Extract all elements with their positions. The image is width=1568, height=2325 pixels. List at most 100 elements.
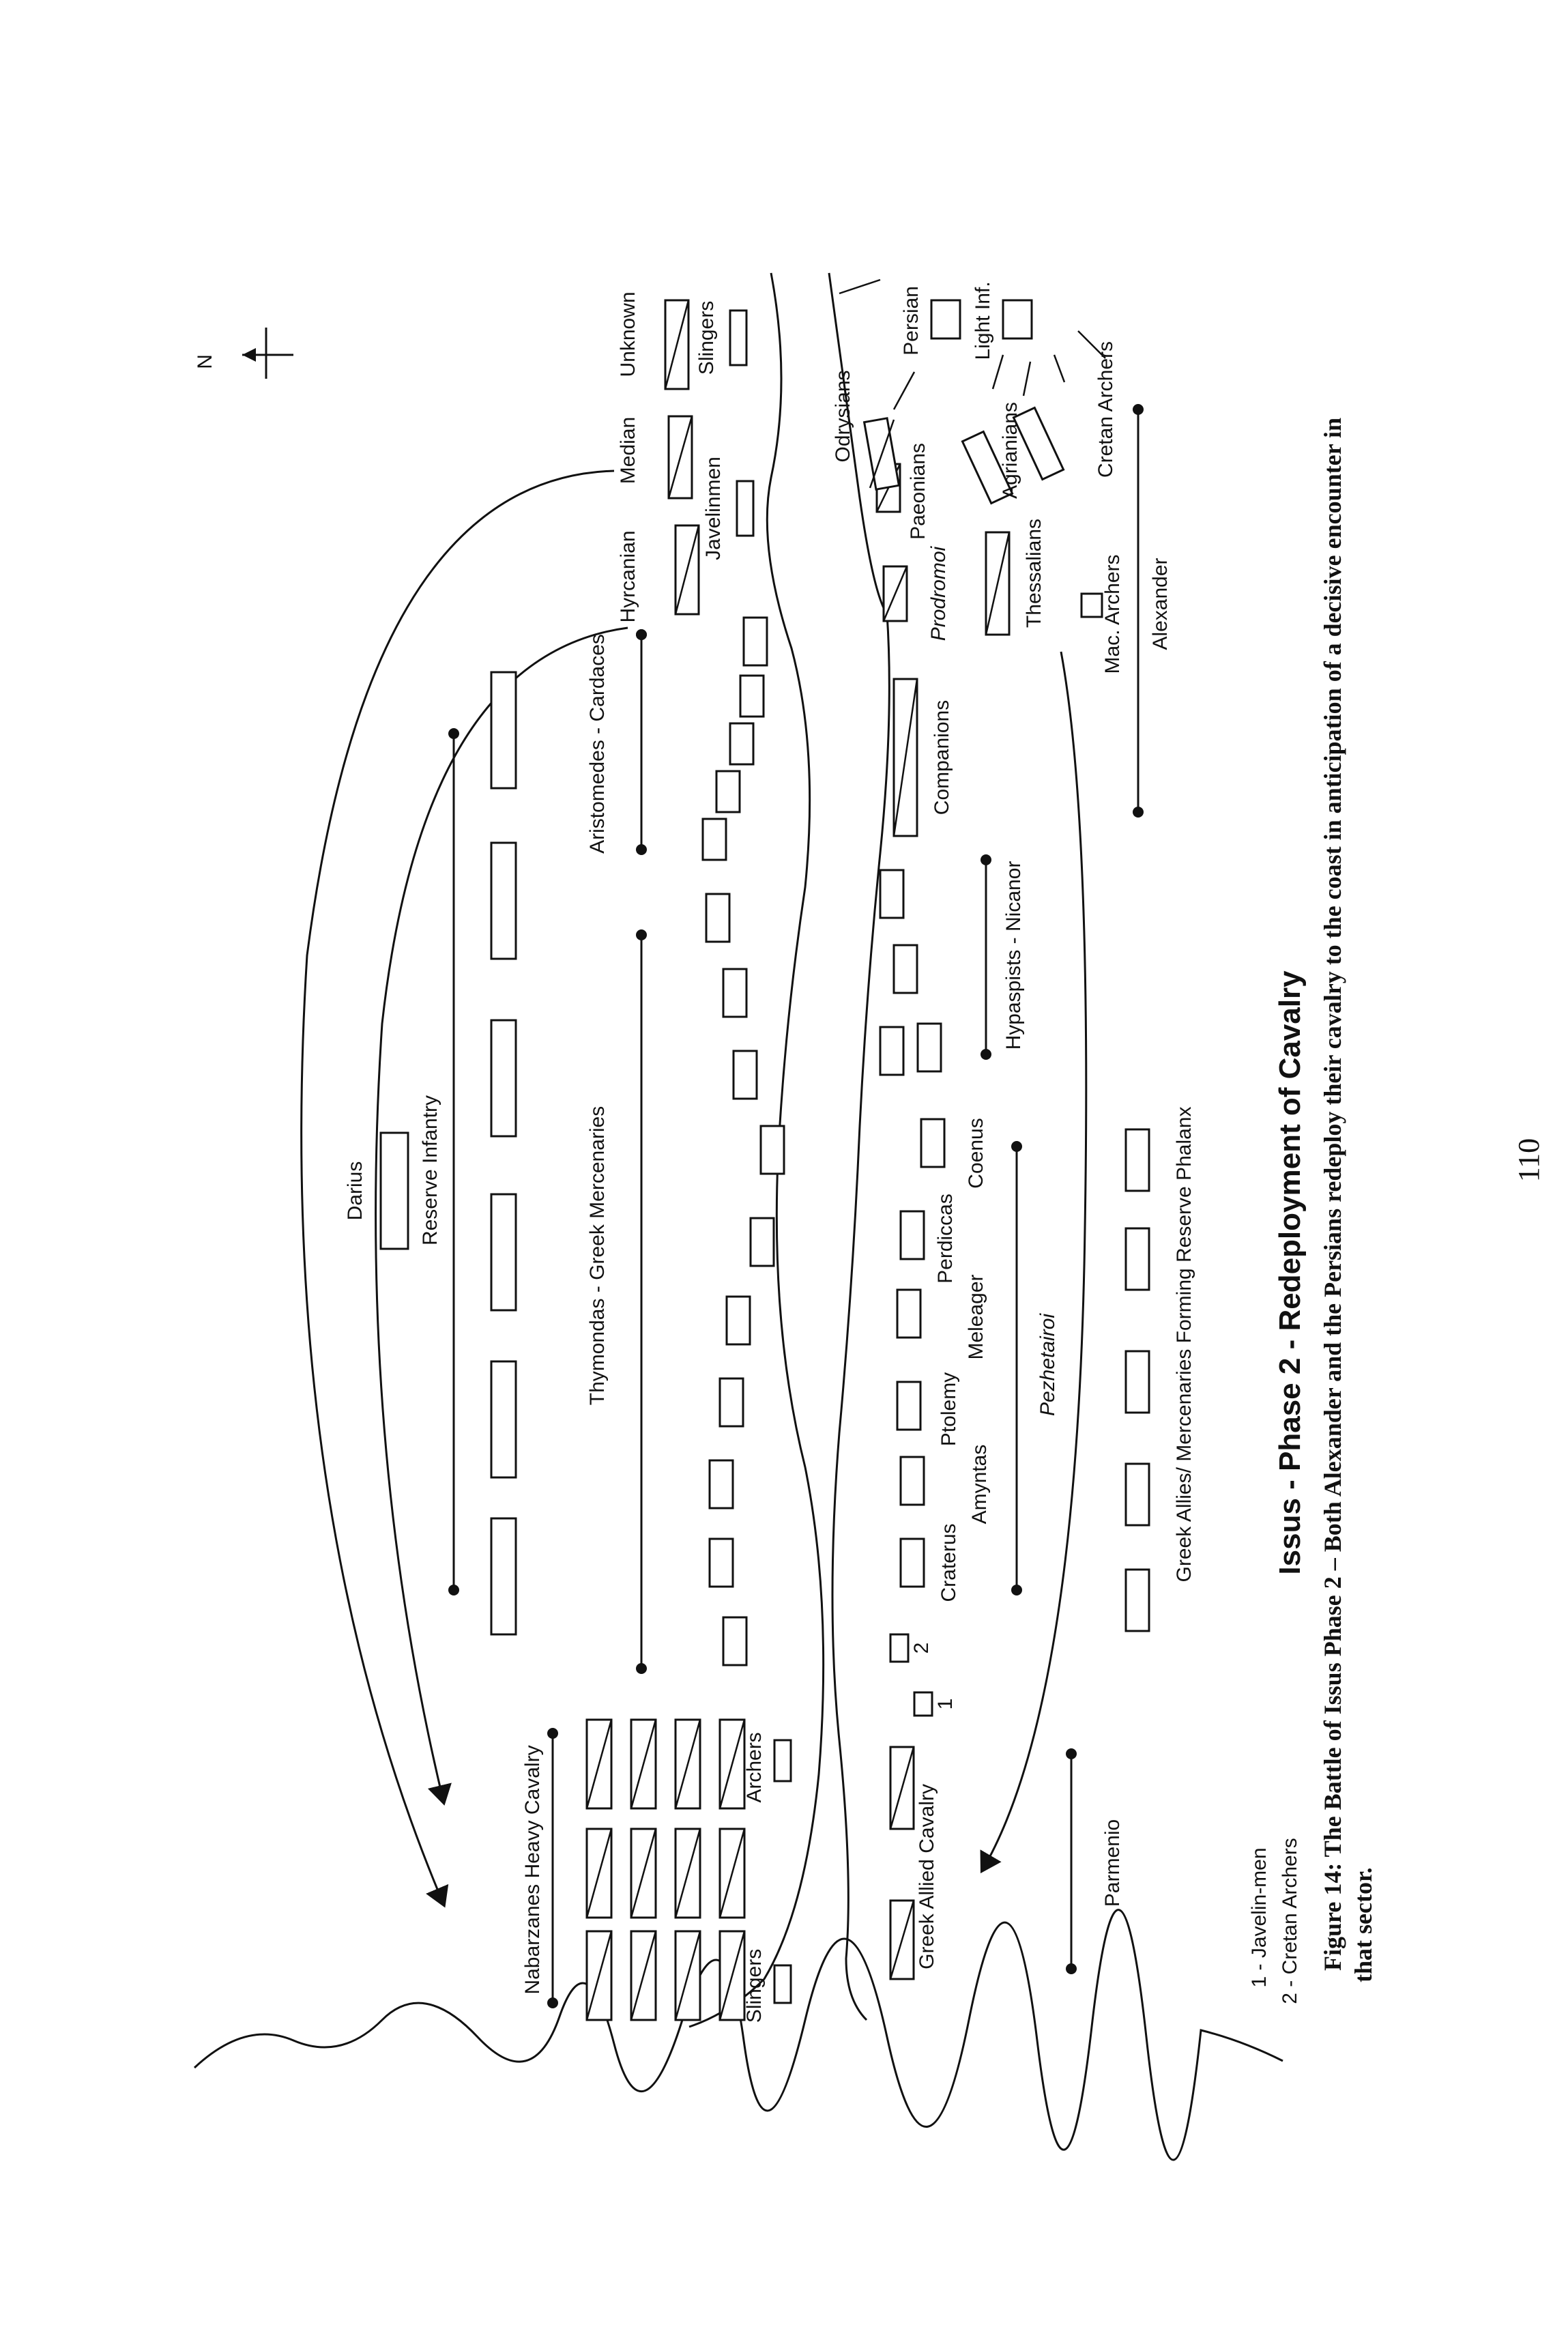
front-block [708,1459,734,1510]
front-block [708,1537,734,1588]
slingers-left-unit [773,1964,792,2004]
thessalian-arrow [980,651,1088,1874]
parmenio-label: Parmenio [1101,1819,1124,1907]
figure-caption-line-1: Figure 14: The Battle of Issus Phase 2 –… [1319,418,1346,1971]
perdiccas-label: Perdiccas [934,1194,957,1284]
nabarzanes-label: Nabarzanes Heavy Cavalry [521,1745,544,1994]
greek-allied-cavalry-label: Greek Allied Cavalry [916,1784,938,1969]
mac-archers-label: Mac. Archers [1101,554,1124,674]
median-label: Median [617,417,639,484]
cretan-archers-label: Cretan Archers [1094,341,1117,478]
reserve-block [490,1019,517,1138]
front-block [759,1125,785,1175]
paeonians-label: Paeonians [907,443,929,540]
phalanx-block [896,1381,922,1431]
front-block [705,893,731,943]
front-block [715,770,741,813]
craterus-label: Craterus [938,1523,960,1602]
meleager-label: Meleager [965,1274,987,1359]
front-block [722,1616,748,1666]
unknown-label: Unknown [617,291,639,377]
reserve-block [490,671,517,790]
hyrcanian-label: Hyrcanian [617,530,639,622]
front-block [749,1217,775,1267]
coenus-label: Coenus [965,1118,987,1188]
reserve-infantry-label: Reserve Infantry [419,1095,441,1245]
phalanx-block [879,869,905,919]
phalanx-block [920,1118,946,1168]
mac-archers-unit [1080,592,1103,618]
pezhetairoi-label: Pezhetairoi [1036,1313,1059,1416]
amyntas-label: Amyntas [968,1445,991,1525]
cretan-archers-unit [1012,406,1065,481]
phalanx-block [892,944,918,994]
reserve-phalanx-block [1124,1350,1150,1414]
darius-label: Darius [344,1161,366,1221]
phalanx-block [896,1288,922,1339]
num2-label: 2 [910,1643,933,1654]
front-block [722,968,748,1018]
front-block [718,1377,744,1428]
odrysians-unit [862,417,901,491]
reserve-block [490,1360,517,1479]
javelinmen-unit [736,480,755,537]
front-block [729,722,755,766]
slingers-right-label: Slingers [695,301,718,375]
num1-label: 1 [934,1699,957,1710]
slingers-left-label: Slingers [743,1949,766,2023]
phalanx-block [916,1022,942,1073]
phalanx-block [899,1210,925,1260]
hypaspists-label: Hypaspists - Nicanor [1002,861,1025,1050]
companions-unit [892,678,918,837]
north-arrow: N [194,328,293,379]
prodromoi-unit [882,565,908,622]
light-inf-label: Light Inf. [972,281,994,360]
reserve-phalanx-block [1124,1128,1150,1192]
legend-item-1: 1 - Javelin-men [1248,1847,1271,1987]
persian-light-inf-unit-2 [1002,299,1033,340]
mercenaries-label: Thymondas - Greek Mercenaries [586,1106,609,1406]
median-unit [667,415,693,500]
front-block [732,1050,758,1100]
reserve-block [490,1193,517,1312]
nabarzanes-cavalry-blocks [585,1718,746,2021]
thessalians-unit [985,531,1011,636]
javelinmen-label: Javelinmen [702,457,725,560]
hyrcanian-unit [674,524,700,616]
north-label: N [194,354,216,369]
diagram-title: Issus - Phase 2 - Redeployment of Cavalr… [1273,970,1307,1575]
greek-allied-cavalry-unit-1 [889,1746,915,1830]
front-block [742,616,768,667]
legend-item-2: 2 - Cretan Archers [1279,1838,1301,2004]
persian-cavalry-arrow-outer [300,470,615,1908]
phalanx-block [899,1456,925,1506]
river-bank-lower [828,272,890,2021]
persian-light-inf-label: Persian [900,286,923,356]
thessalians-label: Thessalians [1023,519,1045,628]
archers-label: Archers [743,1732,766,1802]
page-number: 110 [1512,1138,1545,1182]
darius-unit [379,1131,409,1250]
cretan-archers-small-unit [889,1633,910,1663]
greek-allied-cavalry-unit-2 [889,1899,915,1980]
reserve-block [490,841,517,960]
alexander-label: Alexander [1149,558,1172,650]
javelin-men-unit [913,1691,933,1717]
coastline [193,1909,1283,2161]
archers-unit [773,1739,792,1782]
prodromoi-label: Prodromoi [927,545,950,641]
odrysians-label: Odrysians [832,370,854,462]
skirmish-marks [839,278,1106,410]
reserve-block [490,1517,517,1636]
companions-label: Companions [931,700,953,815]
unknown-unit [664,299,690,390]
front-block [701,818,727,861]
hypaspist-block [879,1026,905,1076]
cardaces-label: Aristomedes - Cardaces [586,634,609,854]
reserve-phalanx-block [1124,1462,1150,1527]
reserve-phalanx-label: Greek Allies/ Mercenaries Forming Reserv… [1173,1107,1195,1583]
agrianians-unit [961,430,1014,505]
front-block [725,1295,751,1346]
reserve-phalanx-block [1124,1568,1150,1632]
